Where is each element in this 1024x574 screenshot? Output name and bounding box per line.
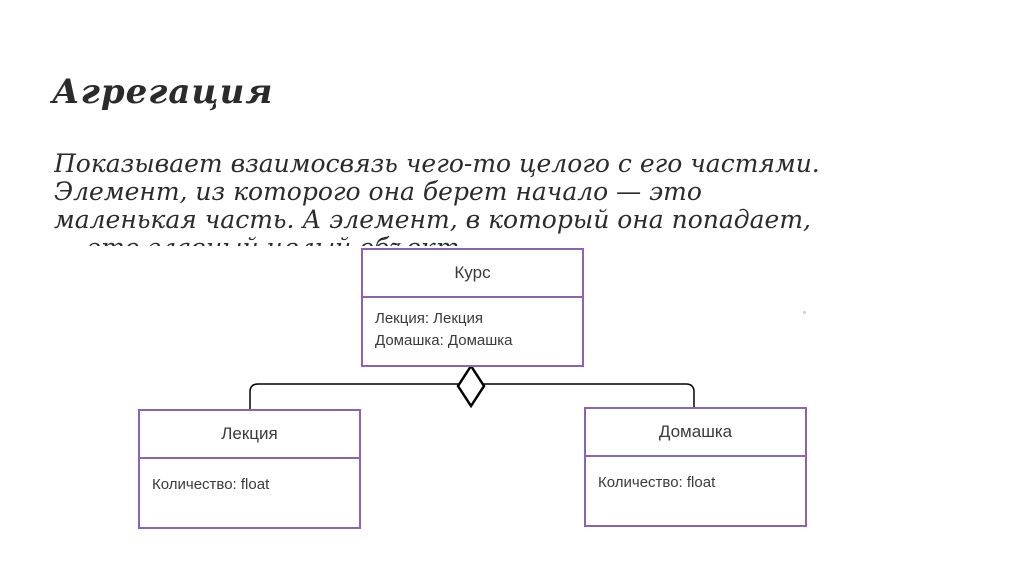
description-line: Показывает взаимосвязь чего-то целого с … [54,150,820,178]
stray-dot [803,311,806,314]
aggregation-diamond [456,363,486,409]
class-attributes-kurs: Лекция: Лекция Домашка: Домашка [363,298,582,352]
class-name-lekciya: Лекция [140,411,359,459]
class-attribute: Лекция: Лекция [375,310,484,327]
class-attribute: Домашка: Домашка [375,332,513,349]
class-box-kurs: Курс Лекция: Лекция Домашка: Домашка [361,248,584,367]
class-attributes-lekciya: Количество: float [140,459,359,496]
class-box-lekciya: Лекция Количество: float [138,409,361,529]
class-name-kurs: Курс [363,250,582,298]
class-attributes-domashka: Количество: float [586,457,805,494]
class-attribute: Количество: float [598,474,716,491]
slide-title: Агрегация [52,72,274,112]
slide-description: Показывает взаимосвязь чего-то целого с … [54,150,934,246]
description-line: — это главный целый объект. [54,234,934,247]
description-line: Элемент, из которого она берет начало — … [54,177,702,206]
class-name-domashka: Домашка [586,409,805,457]
description-line: маленькая часть. А элемент, в который он… [54,205,811,234]
class-box-domashka: Домашка Количество: float [584,407,807,527]
class-attribute: Количество: float [152,476,270,493]
